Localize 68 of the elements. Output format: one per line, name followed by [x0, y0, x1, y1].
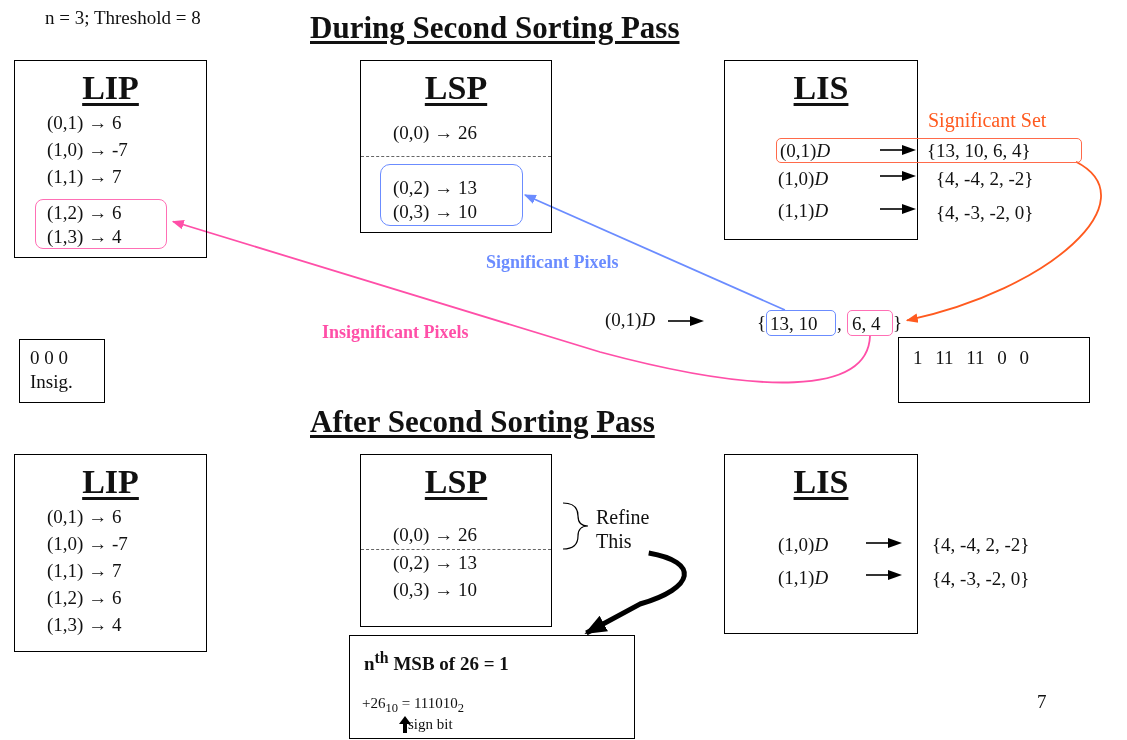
label-text: (0,1)D	[605, 308, 656, 332]
label-text: {4, -3, -2, 0}	[932, 567, 1030, 591]
label-text: (1,1)D	[778, 566, 829, 590]
list-box	[898, 337, 1090, 403]
list-entry: (1,3) → 4	[47, 225, 122, 249]
list-title: LIS	[792, 463, 850, 501]
page-number: 7	[1037, 690, 1047, 714]
list-entry: (0,1) → 6	[47, 505, 122, 529]
list-entry: (0,0) → 26	[393, 121, 477, 145]
sign-bit-text: sign bit	[408, 715, 453, 733]
label-text: (1,0)D	[778, 167, 829, 191]
list-entry: (1,0) → -7	[47, 138, 128, 162]
section-heading: After Second Sorting Pass	[310, 404, 655, 440]
list-box	[724, 60, 918, 240]
list-box	[349, 635, 635, 739]
msb-text: n$^{th}$ MSB of 26 = 1	[364, 648, 509, 677]
highlight-box	[380, 164, 523, 226]
list-title: LIP	[81, 69, 140, 107]
set-entry: (0,1)D	[780, 139, 831, 163]
list-entry: (1,1) → 7	[47, 559, 122, 583]
list-entry: (0,3) → 10	[393, 200, 477, 224]
highlight-box	[847, 310, 893, 336]
label-text: ,	[837, 312, 842, 336]
list-entry: (1,2) → 6	[47, 201, 122, 225]
binary-text: +26$_{10}$ = 111010$_{2}$	[362, 694, 465, 717]
list-entry: (1,1) → 7	[47, 165, 122, 189]
list-entry: (1,3) → 4	[47, 613, 122, 637]
bit-output: 1 11 11 0 0	[913, 346, 1030, 370]
label-text: {	[757, 311, 767, 335]
highlight-box	[766, 310, 836, 336]
list-box	[360, 454, 552, 627]
list-entry: (0,2) → 13	[393, 176, 477, 200]
highlight-box	[776, 138, 1082, 163]
list-title: LSP	[423, 69, 489, 107]
list-box	[14, 454, 207, 652]
list-entry: (0,3) → 10	[393, 578, 477, 602]
label-text: n = 3; Threshold = 8	[45, 6, 201, 30]
label-text: }	[893, 311, 903, 335]
list-entry: (1,2) → 6	[47, 586, 122, 610]
label-text: {4, -4, 2, -2}	[932, 533, 1030, 557]
label-text: (1,0)D	[778, 533, 829, 557]
section-heading: During Second Sorting Pass	[310, 10, 680, 46]
annotation-text: Refine This	[596, 505, 651, 553]
list-title: LSP	[423, 463, 489, 501]
set-values: {13, 10, 6, 4}	[927, 139, 1031, 163]
list-box	[14, 60, 207, 258]
curved-arrow	[584, 550, 687, 636]
arrow	[905, 160, 1102, 323]
arrow	[523, 194, 786, 311]
list-entry: (0,1) → 6	[47, 111, 122, 135]
status-text: Insig.	[30, 370, 73, 394]
list-box	[19, 339, 105, 403]
label-text: (1,1)D	[778, 199, 829, 223]
label-text: {4, -4, 2, -2}	[936, 167, 1034, 191]
list-title: LIP	[81, 463, 140, 501]
list-entry: (0,2) → 13	[393, 551, 477, 575]
list-box	[724, 454, 918, 634]
bit-output: 0 0 0	[30, 346, 68, 370]
arrow	[171, 220, 871, 384]
highlight-box	[35, 199, 167, 249]
list-box	[360, 60, 552, 233]
list-entry: (1,0) → -7	[47, 532, 128, 556]
list-title: LIS	[792, 69, 850, 107]
label-text: {4, -3, -2, 0}	[936, 201, 1034, 225]
set-values: 13, 10	[770, 312, 818, 336]
list-entry: (0,0) → 26	[393, 523, 477, 547]
set-values: 6, 4	[852, 312, 881, 336]
annotation-text: Significant Set	[928, 108, 1047, 132]
